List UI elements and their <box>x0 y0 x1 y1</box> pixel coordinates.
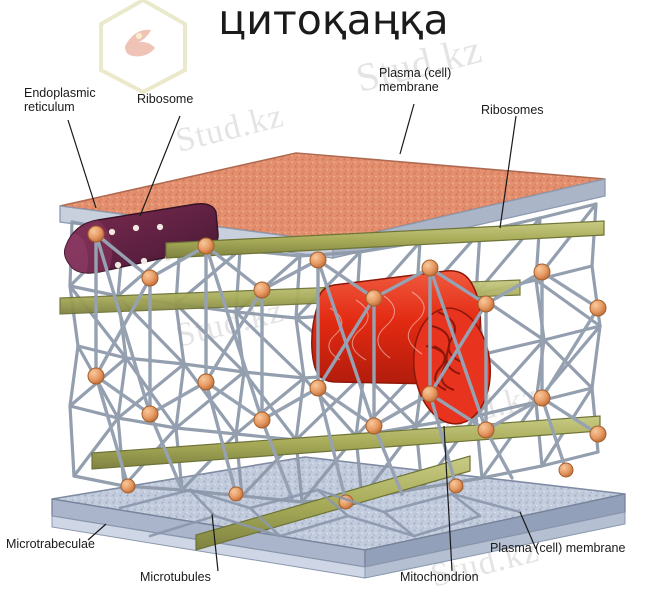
label-ribosome: Ribosome <box>137 92 194 106</box>
label-plasma-membrane-top: Plasma (cell) membrane <box>379 66 452 94</box>
microtrabecular-network-front <box>94 232 600 504</box>
label-microtubules: Microtubules <box>140 570 211 584</box>
leader-lines <box>67 103 537 572</box>
bottom-slab-network <box>118 488 522 538</box>
label-plasma-membrane-bottom: Plasma (cell) membrane <box>490 541 626 555</box>
cytoskeleton-illustration <box>51 103 626 579</box>
page-title: цитоқаңқа <box>218 0 449 44</box>
label-endoplasmic-reticulum: Endoplasmic reticulum <box>24 86 96 114</box>
label-ribosomes: Ribosomes <box>481 103 544 117</box>
ribosome-nodes <box>87 225 607 510</box>
label-mitochondrion: Mitochondrion <box>400 570 479 584</box>
label-microtrabeculae: Microtrabeculae <box>6 537 95 551</box>
